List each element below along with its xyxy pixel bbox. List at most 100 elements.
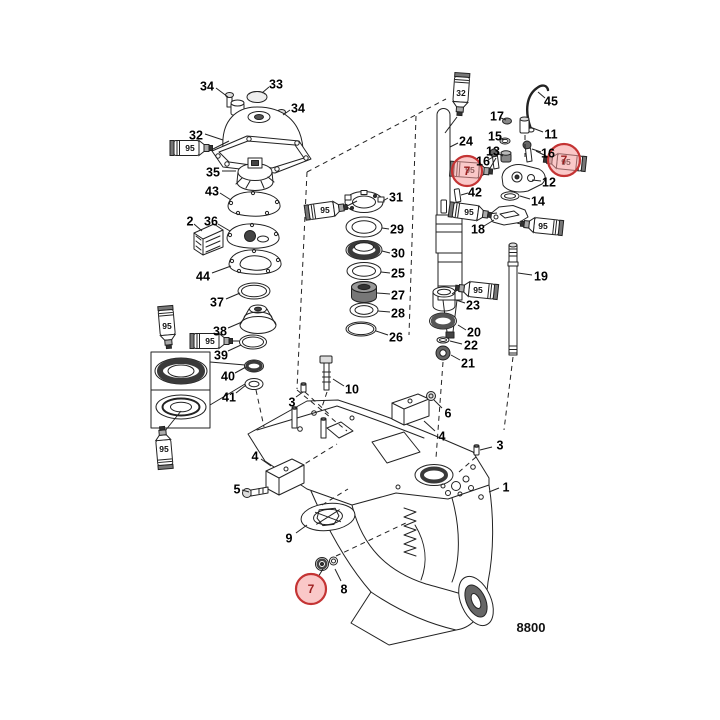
callout-leader-5 [241, 489, 250, 493]
callout-leader-11 [529, 126, 544, 133]
part-label-24: 24 [459, 134, 473, 148]
part-label-36: 36 [204, 214, 218, 228]
tube-label: 95 [162, 321, 172, 331]
part-label-21: 21 [461, 356, 475, 370]
lubricant-tube [519, 216, 565, 237]
callout-leader-40 [234, 366, 247, 374]
centerlines-layer [255, 98, 526, 557]
part-label-35: 35 [206, 165, 220, 179]
part-label-38: 38 [213, 324, 227, 338]
callout-leader-21 [450, 354, 461, 361]
callout-leader-44 [211, 265, 232, 274]
shift-components [488, 84, 550, 226]
part-label-12: 12 [542, 175, 556, 189]
tube-label: 32 [456, 88, 466, 98]
part-label-37: 37 [210, 295, 224, 309]
part-label-5: 5 [234, 482, 241, 496]
callout-leader-6 [433, 399, 443, 409]
lubricant-tube [157, 304, 177, 350]
callout-leader-4 [423, 420, 436, 432]
centerline [320, 391, 328, 411]
part-label-45: 45 [544, 94, 558, 108]
part-label-25: 25 [391, 266, 405, 280]
leader-line [209, 361, 246, 366]
centerline [296, 171, 308, 390]
part-label-11: 11 [544, 127, 557, 141]
centerline [304, 391, 331, 416]
part-label-4: 4 [439, 429, 446, 443]
callout-leader-2 [193, 223, 203, 232]
callout-leader-10 [332, 378, 345, 387]
centerline [255, 389, 265, 428]
part-label-32: 32 [189, 128, 203, 142]
centerline [408, 115, 417, 336]
tube-label: 95 [185, 143, 195, 153]
part-label-8: 8 [341, 582, 348, 596]
callout-leader-28 [377, 310, 391, 313]
lubricant-tubes-layer: 9595959595959595959532 [154, 71, 588, 471]
callout-leader-18 [483, 219, 495, 227]
part-label-1: 1 [503, 480, 510, 494]
callout-leader-16 [487, 156, 494, 161]
stud-bolt [319, 355, 333, 391]
highlight-circle-7[interactable] [450, 154, 484, 188]
part-label-39: 39 [214, 348, 228, 362]
centerline [435, 361, 444, 459]
part-label-42: 42 [468, 185, 482, 199]
callout-leader-36 [217, 223, 231, 232]
part-label-6: 6 [445, 406, 452, 420]
part-label-20: 20 [467, 325, 481, 339]
bearing-stack [344, 190, 385, 337]
part-label-34: 34 [291, 101, 305, 115]
leader-line [209, 383, 246, 406]
part-label-13: 13 [486, 144, 500, 158]
part-label-44: 44 [196, 269, 210, 283]
tube-label: 95 [464, 207, 474, 217]
drawing-number: 8800 [517, 620, 546, 635]
part-label-19: 19 [534, 269, 548, 283]
callout-leader-42 [460, 192, 469, 196]
lubricant-tube [303, 200, 349, 221]
gear-housing [247, 399, 494, 646]
lubricant-tube [169, 139, 213, 157]
callout-leader-1 [488, 487, 500, 493]
part-label-27: 27 [391, 288, 405, 302]
part-label-9: 9 [286, 531, 293, 545]
part-label-17: 17 [490, 109, 504, 123]
callout-leader-34 [282, 109, 291, 116]
part-label-3: 3 [497, 438, 504, 452]
drive-shaft [435, 108, 463, 339]
highlight-label-7: 7 [561, 153, 568, 167]
part-label-41: 41 [222, 390, 236, 404]
part-label-28: 28 [391, 306, 405, 320]
callout-leader-19 [517, 272, 533, 276]
callout-leader-14 [519, 195, 531, 200]
callout-leader-45 [537, 91, 546, 99]
leader-line [535, 150, 549, 158]
part-label-34: 34 [200, 79, 214, 93]
part-label-3: 3 [289, 395, 296, 409]
lubricant-tube [454, 280, 500, 301]
tube-label: 95 [473, 285, 483, 295]
callout-leader-26 [375, 330, 389, 336]
shift-shaft [507, 242, 519, 356]
callout-leader-17 [500, 117, 507, 121]
lubricant-tube [451, 71, 471, 117]
leader-lines-layer [164, 116, 549, 578]
callout-leader-29 [381, 227, 390, 230]
tube-label: 95 [538, 221, 548, 231]
highlight-circle-7[interactable] [546, 142, 582, 178]
callout-leader-12 [531, 179, 542, 182]
part-label-22: 22 [464, 338, 478, 352]
part-label-40: 40 [221, 369, 235, 383]
part-label-31: 31 [389, 190, 403, 204]
callout-leader-9 [295, 524, 308, 534]
highlight-circle-7[interactable] [294, 572, 328, 606]
centerline [458, 456, 477, 473]
callout-leader-27 [376, 292, 391, 295]
callout-leader-15 [498, 137, 505, 141]
callout-leader-30 [381, 250, 391, 254]
leader-line [212, 140, 230, 150]
